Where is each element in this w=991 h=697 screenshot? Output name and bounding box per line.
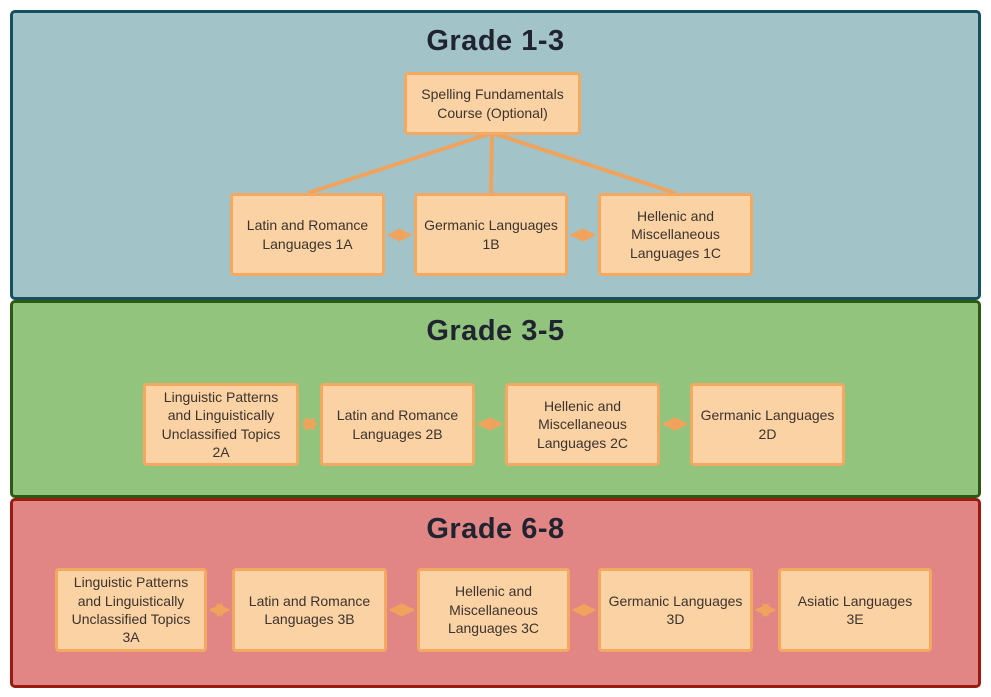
node-latin-romance-3b: Latin and Romance Languages 3B xyxy=(232,568,387,652)
node-linguistic-patterns-3a: Linguistic Patterns and Linguistically U… xyxy=(55,568,207,652)
node-latin-romance-1a: Latin and Romance Languages 1A xyxy=(230,193,385,276)
node-germanic-2d: Germanic Languages 2D xyxy=(690,383,845,466)
section-title-grade-1-3: Grade 1-3 xyxy=(426,25,565,57)
node-hellenic-3c: Hellenic and Miscellaneous Languages 3C xyxy=(417,568,570,652)
node-germanic-3d: Germanic Languages 3D xyxy=(598,568,753,652)
node-asiatic-3e: Asiatic Languages 3E xyxy=(778,568,932,652)
node-hellenic-2c: Hellenic and Miscellaneous Languages 2C xyxy=(505,383,660,466)
node-germanic-1b: Germanic Languages 1B xyxy=(414,193,568,276)
node-linguistic-patterns-2a: Linguistic Patterns and Linguistically U… xyxy=(143,383,299,466)
node-latin-romance-2b: Latin and Romance Languages 2B xyxy=(320,383,475,466)
node-hellenic-1c: Hellenic and Miscellaneous Languages 1C xyxy=(598,193,753,276)
node-spelling-fundamentals: Spelling Fundamentals Course (Optional) xyxy=(404,72,581,135)
section-title-grade-3-5: Grade 3-5 xyxy=(426,315,565,347)
section-title-grade-6-8: Grade 6-8 xyxy=(426,513,565,545)
